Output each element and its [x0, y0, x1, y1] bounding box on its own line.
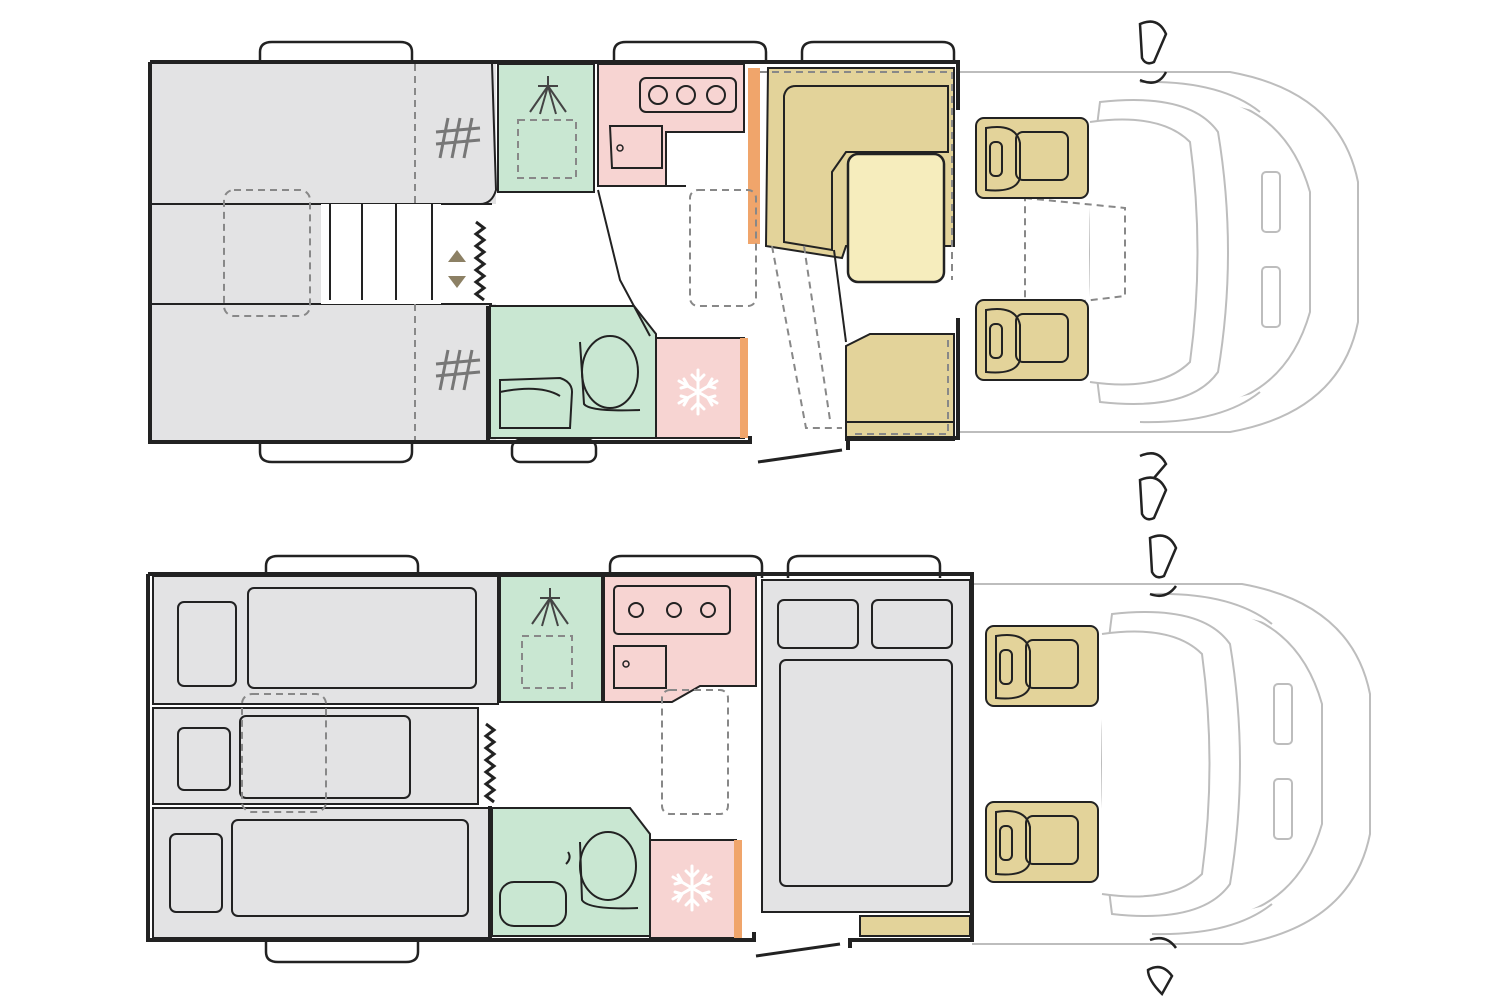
shower-room — [497, 63, 595, 193]
sink-icon — [608, 125, 663, 169]
wing-mirror-icon — [1148, 534, 1178, 579]
rear-bed-left — [151, 64, 496, 204]
driver-seat — [985, 625, 1099, 707]
fridge — [655, 337, 745, 439]
entrance-door — [757, 448, 843, 464]
sink-icon — [613, 645, 667, 689]
up-arrow-icon — [448, 250, 466, 262]
u-shaped-dinette-seat — [783, 85, 949, 252]
zigzag-curtain-icon — [474, 220, 486, 302]
wing-mirror-icon — [1146, 965, 1174, 997]
shower-tray — [517, 119, 577, 179]
toilet-icon — [579, 831, 637, 901]
pillow — [871, 599, 953, 649]
three-burner-hob-icon — [613, 585, 731, 635]
window — [264, 938, 420, 964]
bed-extension — [151, 204, 321, 304]
roof-hatch — [223, 189, 311, 317]
basin-icon — [499, 376, 574, 429]
zigzag-curtain-icon — [484, 722, 496, 804]
driver-seat — [975, 117, 1089, 199]
basin-icon — [499, 881, 567, 927]
down-arrow-icon — [448, 276, 466, 288]
pillow — [177, 727, 231, 791]
wing-mirror-icon — [1138, 476, 1168, 521]
wing-mirror-icon — [1138, 20, 1168, 65]
kitchen-counter — [603, 575, 757, 703]
passenger-seat — [975, 299, 1089, 381]
toilet-icon — [581, 335, 639, 409]
layout-day — [148, 20, 1359, 521]
mattress — [779, 659, 953, 887]
shower-tray — [521, 635, 573, 689]
mattress — [247, 587, 477, 689]
folding-table-outline — [661, 689, 729, 815]
layout-night — [146, 534, 1371, 997]
pillow — [177, 601, 237, 687]
side-bench — [845, 333, 955, 423]
side-bench — [859, 915, 971, 937]
pillow — [169, 833, 223, 913]
pillow — [777, 599, 859, 649]
dinette-table — [846, 152, 946, 284]
passenger-seat — [985, 801, 1099, 883]
entrance-door — [755, 942, 841, 958]
rear-bed-right — [151, 304, 496, 440]
counter-edge — [748, 68, 760, 244]
folding-table-outline — [689, 189, 757, 307]
three-burner-hob-icon — [639, 77, 737, 113]
mattress — [231, 819, 469, 917]
